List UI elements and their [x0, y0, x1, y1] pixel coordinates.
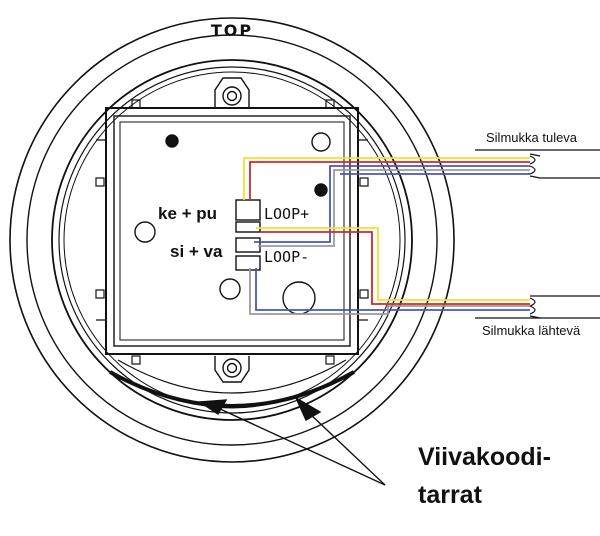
filled-hole-right [314, 183, 328, 197]
wire-red-out [260, 231, 530, 305]
bottom-screw-tab [214, 356, 250, 383]
arrow-head-left [197, 399, 228, 415]
barcode-arrows [197, 396, 386, 486]
ring-notches [95, 99, 369, 365]
bottom-rim-band [109, 370, 355, 408]
terminal-block [235, 199, 261, 271]
module-holes [134, 132, 331, 315]
top-label: TOP [211, 21, 253, 40]
loop-out-label: Silmukka lähtevä [482, 323, 581, 338]
loop-in-label: Silmukka tuleva [486, 130, 578, 145]
filled-hole-top-left [165, 134, 179, 148]
terminal-3 [235, 237, 261, 253]
wire-red-in [249, 161, 530, 200]
polarity-plus-label: ke + pu [158, 204, 217, 223]
wire-grey-out [249, 268, 530, 315]
hole-top-right [311, 132, 331, 152]
bottom-rim-band-inner [117, 359, 347, 394]
barcode-label-line2: tarrat [418, 481, 483, 509]
arrow-head-right [294, 396, 322, 421]
terminal-1 [235, 199, 261, 221]
top-screw-tab [214, 77, 250, 108]
loop-plus-label: LOOP+ [264, 205, 309, 223]
cable-out [475, 295, 600, 319]
wire-grey-in [258, 169, 530, 247]
module-frame [96, 107, 368, 355]
polarity-minus-label: si + va [170, 242, 223, 261]
wire-blue-out [255, 268, 530, 311]
wire-blue-in [254, 165, 530, 243]
barcode-label-line1: Viivakoodi- [418, 443, 551, 471]
terminal-4 [235, 255, 261, 271]
hole-left [134, 221, 156, 243]
terminal-2 [235, 221, 261, 233]
loop-minus-label: LOOP- [264, 248, 309, 266]
wires [243, 157, 530, 315]
hole-bottom-left [219, 278, 241, 300]
base-rings [9, 17, 455, 463]
wire-yellow-out [256, 227, 530, 301]
wire-yellow-in [243, 157, 530, 200]
cable-in [475, 149, 600, 179]
